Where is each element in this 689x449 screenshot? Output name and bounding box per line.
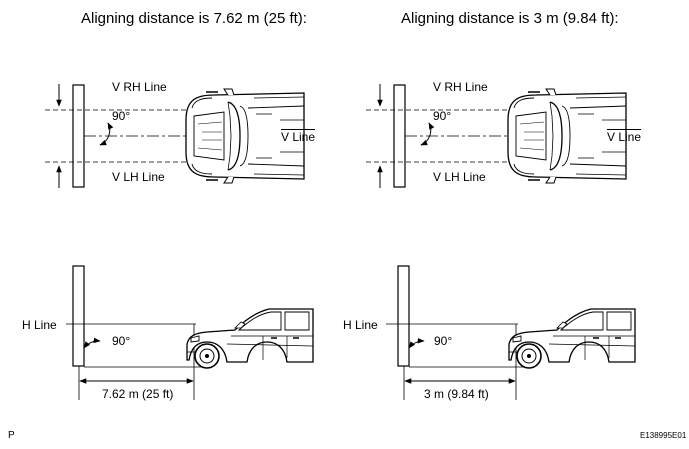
page-marker: P xyxy=(8,430,15,441)
left-v-line-label: V Line xyxy=(281,130,316,144)
right-v-rh-line-label: V RH Line xyxy=(433,80,488,94)
figure-code: E138995E01 xyxy=(640,431,687,440)
right-v-line-label: V Line xyxy=(607,130,642,144)
right-top-view xyxy=(366,84,627,188)
right-title: Aligning distance is 3 m (9.84 ft): xyxy=(401,10,619,27)
left-v-lh-line-label: V LH Line xyxy=(112,170,165,184)
right-v-lh-line-label: V LH Line xyxy=(433,170,486,184)
right-angle-top: 90° xyxy=(433,109,452,123)
left-side-view xyxy=(66,265,314,400)
left-top-view xyxy=(45,84,305,188)
right-h-line-label: H Line xyxy=(343,318,378,332)
right-side-view xyxy=(386,265,636,400)
right-angle-bottom: 90° xyxy=(434,334,453,348)
right-distance-label: 3 m (9.84 ft) xyxy=(424,387,489,401)
left-angle-top: 90° xyxy=(112,109,131,123)
left-title: Aligning distance is 7.62 m (25 ft): xyxy=(81,10,307,27)
left-v-rh-line-label: V RH Line xyxy=(112,80,167,94)
left-distance-label: 7.62 m (25 ft) xyxy=(102,387,174,401)
left-angle-bottom: 90° xyxy=(112,334,131,348)
left-h-line-label: H Line xyxy=(22,318,57,332)
